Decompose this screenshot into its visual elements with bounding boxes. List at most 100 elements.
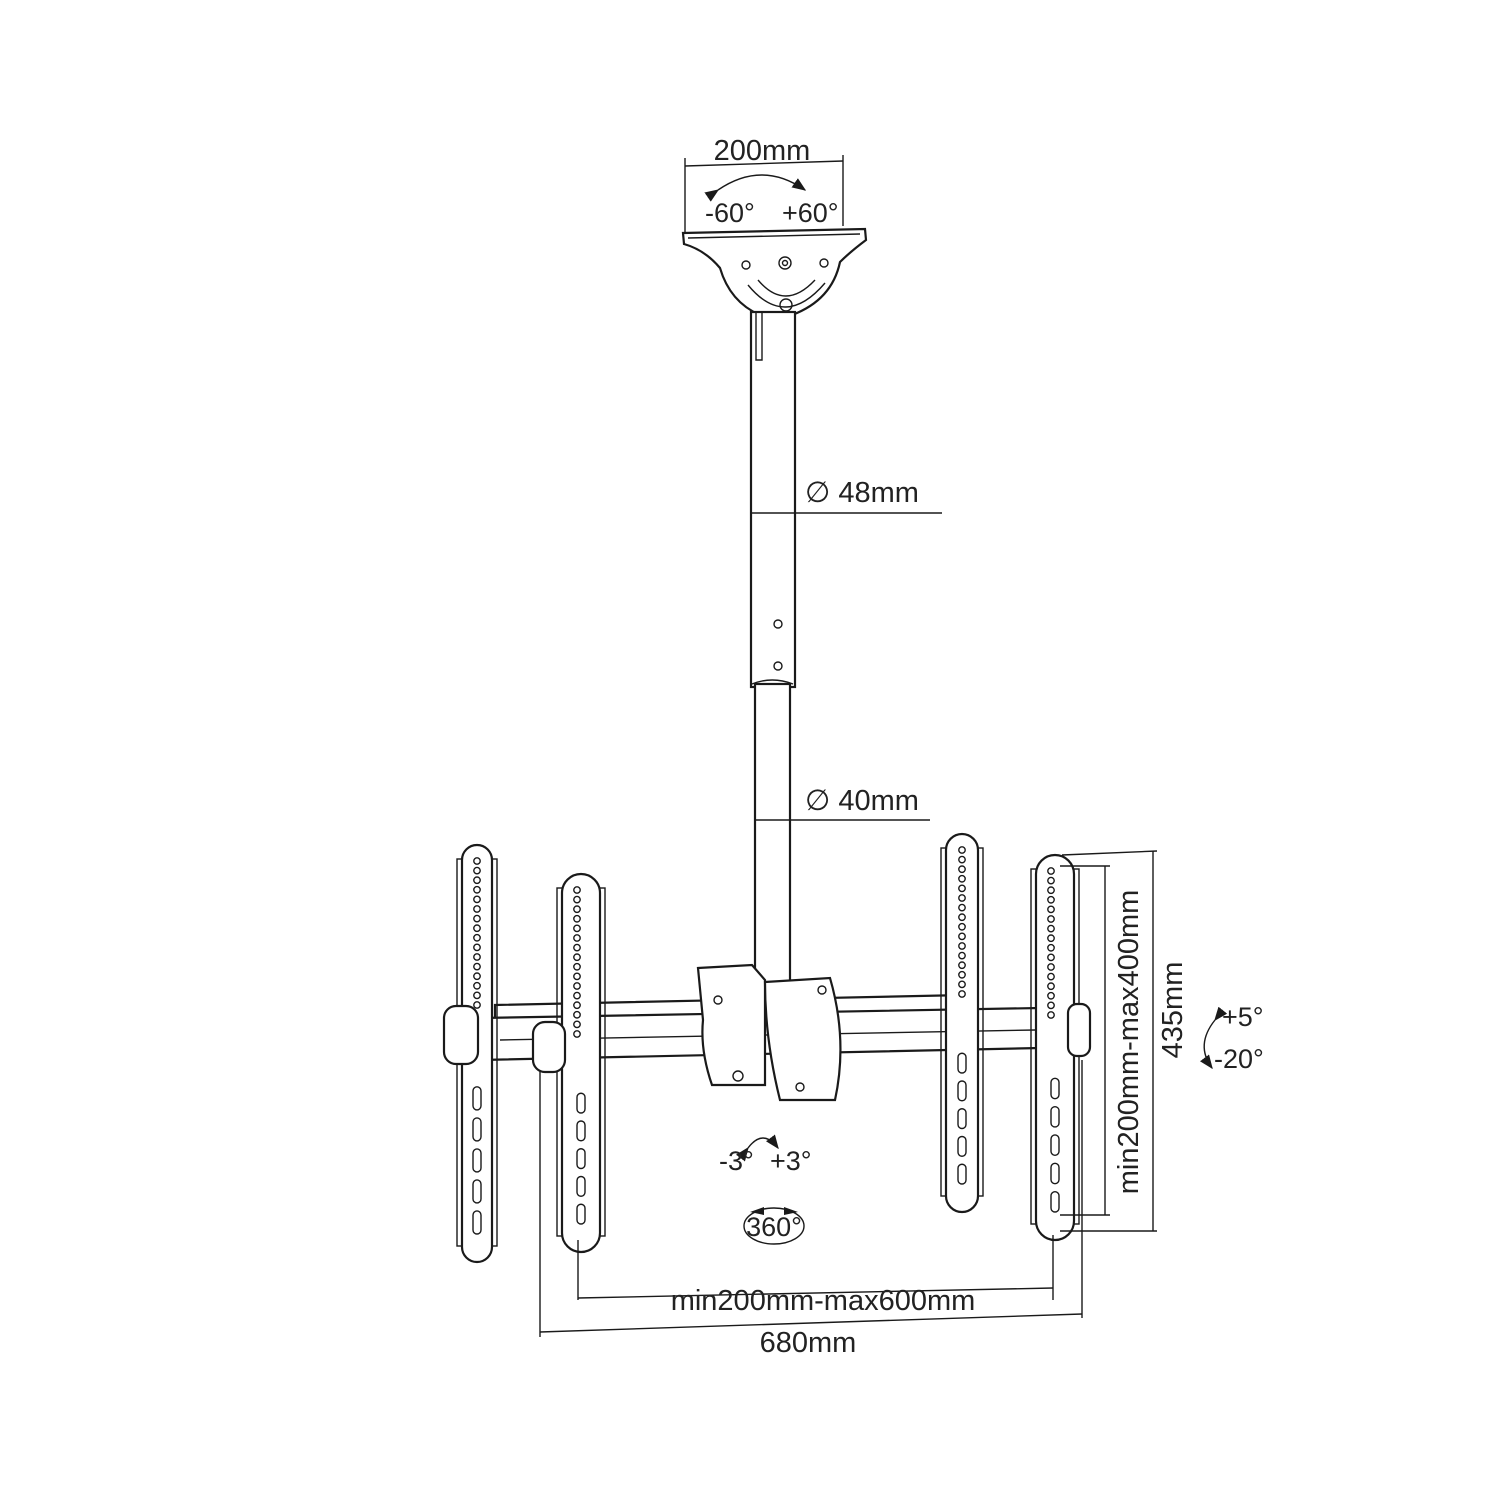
mount-hole xyxy=(1047,905,1055,914)
mount-hole xyxy=(1047,1001,1055,1010)
mount-slot xyxy=(1050,1162,1060,1185)
mount-hole xyxy=(958,922,966,931)
mount-hole xyxy=(1047,915,1055,923)
mount-hole xyxy=(473,914,481,923)
right-end-cap xyxy=(1066,1002,1092,1058)
tilt-arrow-icon xyxy=(1200,1006,1228,1070)
mount-hole xyxy=(473,885,481,894)
mount-slot xyxy=(957,1135,967,1157)
mount-hole xyxy=(1047,1011,1055,1019)
mount-hole xyxy=(473,991,481,1000)
mount-hole xyxy=(473,924,481,933)
mount-hole xyxy=(958,884,966,893)
mount-hole xyxy=(573,982,581,990)
rail-height-range-label: min200mm-max400mm xyxy=(1113,890,1145,1195)
mount-hole xyxy=(1047,876,1055,885)
rail-height-dimension: 435mm min200mm-max400mm xyxy=(1060,850,1189,1232)
mount-hole xyxy=(958,913,966,922)
mount-hole xyxy=(573,934,581,942)
mount-slot xyxy=(957,1108,967,1130)
mount-slot xyxy=(472,1179,482,1204)
mount-hole xyxy=(573,962,581,971)
inner-left-end-cap xyxy=(531,1020,567,1074)
vertical-rail xyxy=(940,832,984,1214)
mount-slot xyxy=(472,1148,482,1173)
lower-tube-diameter-label: ∅ 40mm xyxy=(805,785,919,817)
mount-hole xyxy=(958,894,966,902)
mount-hole xyxy=(1047,982,1055,991)
upper-tube xyxy=(749,310,797,689)
left-end-cap xyxy=(442,1004,480,1066)
mount-slot xyxy=(576,1120,586,1142)
tilt-up-label: +5° xyxy=(1222,1002,1264,1032)
mount-hole xyxy=(573,972,581,981)
mount-hole xyxy=(958,865,966,874)
mount-hole xyxy=(1047,972,1055,981)
mount-slot xyxy=(576,1203,586,1225)
mount-slot xyxy=(472,1210,482,1235)
mount-hole xyxy=(473,866,481,875)
rotation-label: 360° xyxy=(746,1212,802,1242)
mount-hole xyxy=(573,905,581,914)
mount-hole xyxy=(1047,934,1055,943)
swivel-arrow-icon xyxy=(704,174,807,202)
mount-hole xyxy=(473,943,481,952)
mount-hole xyxy=(473,857,481,865)
mount-hole xyxy=(473,953,481,961)
mount-hole xyxy=(573,1020,581,1029)
mount-hole xyxy=(1047,886,1055,895)
rail-height-total-label: 435mm xyxy=(1157,962,1189,1059)
mount-hole xyxy=(958,874,966,883)
tilt-down-label: -20° xyxy=(1214,1044,1264,1074)
upper-tube-dimension: ∅ 48mm xyxy=(795,477,942,514)
mount-hole xyxy=(473,962,481,971)
mount-slot xyxy=(1050,1134,1060,1157)
level-arrow-icon xyxy=(735,1134,779,1162)
upper-tube-diameter-label: ∅ 48mm xyxy=(805,477,919,509)
mount-hole xyxy=(1047,963,1055,971)
vertical-rail xyxy=(1030,853,1080,1242)
mount-hole xyxy=(958,970,966,979)
mount-hole xyxy=(958,961,966,970)
rail-spacing-dimension: min200mm-max600mm 680mm xyxy=(539,1060,1083,1359)
mount-hole xyxy=(573,1010,581,1019)
mount-slot xyxy=(957,1052,967,1074)
mount-hole xyxy=(473,905,481,913)
ceiling-bracket xyxy=(681,227,868,317)
vertical-rail xyxy=(556,872,606,1254)
mount-hole xyxy=(473,876,481,885)
mount-hole xyxy=(573,1001,581,1010)
mount-hole xyxy=(573,895,581,904)
rotation-ellipse-icon xyxy=(743,1207,805,1245)
mount-hole xyxy=(958,855,966,864)
mount-hole xyxy=(958,980,966,989)
mount-hole xyxy=(473,972,481,981)
mount-slot xyxy=(576,1148,586,1170)
rail-spacing-total-label: 680mm xyxy=(760,1327,857,1359)
lower-tube xyxy=(751,679,794,986)
mount-hole xyxy=(958,951,966,960)
mount-hole xyxy=(958,932,966,941)
mount-hole xyxy=(958,846,966,854)
mount-slot xyxy=(1050,1077,1060,1100)
level-plus-label: +3° xyxy=(770,1146,812,1176)
mount-hole xyxy=(958,942,966,950)
tilt-indicator: +5° -20° xyxy=(1200,1002,1264,1074)
mount-hole xyxy=(573,943,581,952)
rotation-indicator: 360° xyxy=(743,1207,805,1245)
mount-slot xyxy=(472,1117,482,1142)
mount-hole xyxy=(958,903,966,912)
mount-slot xyxy=(957,1163,967,1185)
mount-hole xyxy=(573,1030,581,1038)
mount-slot xyxy=(1050,1105,1060,1128)
mount-hole xyxy=(573,924,581,933)
mount-slot xyxy=(957,1080,967,1102)
mount-hole xyxy=(473,981,481,990)
mount-hole xyxy=(958,990,966,998)
swivel-plus-label: +60° xyxy=(782,198,839,228)
top-plate-dimension: 200mm -60° +60° xyxy=(684,135,844,232)
mount-slot xyxy=(576,1175,586,1197)
end-caps xyxy=(442,1002,1092,1074)
